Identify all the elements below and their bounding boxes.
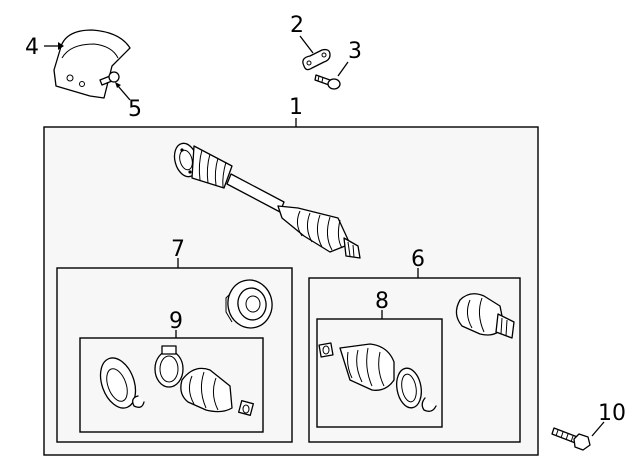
callout-8: 8	[375, 289, 389, 314]
inner-boot-kit[interactable]	[94, 345, 254, 416]
callout-4: 4	[25, 35, 39, 60]
hub-bolt[interactable]	[551, 427, 591, 451]
outer-joint[interactable]	[455, 293, 515, 339]
callout-9: 9	[169, 309, 183, 334]
inner-joint-housing[interactable]	[224, 277, 276, 332]
screw[interactable]	[99, 71, 120, 86]
retainer-clip[interactable]	[302, 48, 331, 71]
callout-6: 6	[411, 247, 425, 272]
bolt[interactable]	[314, 74, 341, 90]
axle-shaft-assembly[interactable]	[171, 141, 361, 259]
callout-1: 1	[289, 95, 303, 120]
outer-boot-kit[interactable]	[318, 342, 437, 412]
callout-3: 3	[348, 39, 362, 64]
callout-7: 7	[171, 237, 185, 262]
callout-10: 10	[598, 401, 626, 426]
heat-shield[interactable]	[53, 29, 131, 99]
callout-5: 5	[128, 97, 142, 122]
callout-2: 2	[290, 13, 304, 38]
leader-lines	[44, 35, 605, 437]
